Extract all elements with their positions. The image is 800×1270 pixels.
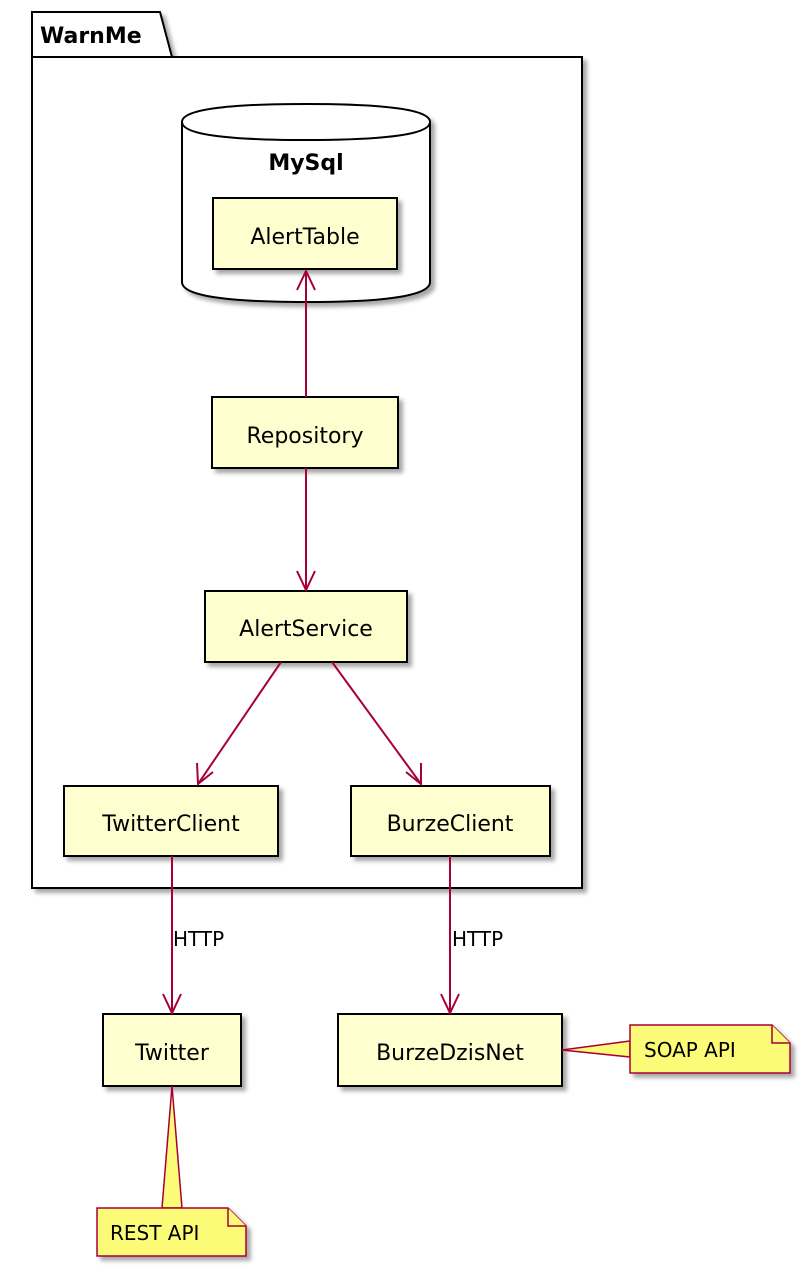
arrow-alert-service-to-twitter-client [197, 661, 282, 785]
edge-label-burze-http: HTTP [452, 927, 503, 951]
component-twitter-client[interactable]: TwitterClient [63, 785, 279, 857]
component-burze-dzis-net[interactable]: BurzeDzisNet [337, 1013, 563, 1087]
arrowhead-twitter-client [196, 762, 214, 787]
alert-table-label: AlertTable [250, 225, 359, 250]
burze-dzis-net-label: BurzeDzisNet [376, 1041, 524, 1066]
arrowhead-alert-table [296, 268, 316, 291]
note-soap-api-text: SOAP API [644, 1038, 736, 1062]
alert-service-label: AlertService [239, 617, 373, 642]
burze-client-label: BurzeClient [387, 812, 514, 837]
component-burze-client[interactable]: BurzeClient [350, 785, 551, 857]
repository-label: Repository [247, 424, 364, 449]
package-title: WarnMe [40, 24, 142, 49]
twitter-client-label: TwitterClient [101, 812, 240, 837]
note-rest-api: REST API [96, 1085, 247, 1257]
arrows [162, 268, 460, 1016]
edge-label-twitter-http: HTTP [173, 927, 224, 951]
database-title: MySql [268, 151, 343, 176]
arrow-alert-service-to-burze-client [331, 661, 422, 785]
note-soap-api: SOAP API [561, 1024, 791, 1074]
component-alert-table[interactable]: AlertTable [212, 197, 398, 270]
component-repository[interactable]: Repository [211, 396, 399, 469]
arrowhead-burze-client [405, 763, 422, 787]
arrowhead-alert-service [296, 570, 316, 593]
component-alert-service[interactable]: AlertService [204, 590, 408, 663]
arrowhead-burze-dzis-net [440, 993, 460, 1016]
arrowhead-twitter [162, 993, 182, 1016]
twitter-label: Twitter [134, 1041, 210, 1066]
note-rest-api-text: REST API [110, 1221, 199, 1245]
component-twitter[interactable]: Twitter [102, 1013, 242, 1087]
